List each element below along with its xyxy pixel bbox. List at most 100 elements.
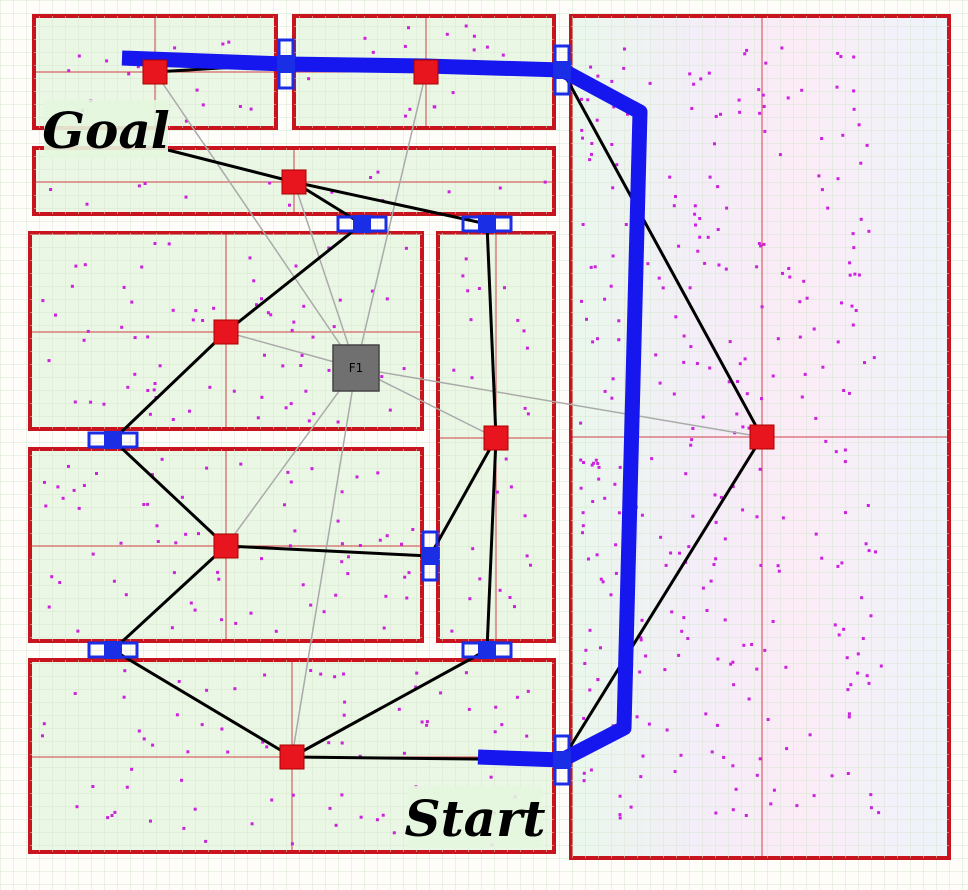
agent-dot — [336, 519, 340, 523]
agent-dot — [175, 713, 179, 717]
agent-dot — [439, 691, 443, 695]
door-marker[interactable] — [353, 215, 371, 233]
agent-dot — [579, 458, 583, 462]
door-node[interactable] — [553, 734, 571, 786]
agent-dot — [516, 318, 520, 322]
agent-dot — [452, 368, 456, 372]
floor-node[interactable]: F1 — [332, 344, 380, 392]
agent-dot — [472, 48, 476, 52]
door-node[interactable] — [336, 215, 388, 233]
agent-dot — [692, 82, 696, 86]
agent-dot — [713, 142, 716, 146]
agent-dot — [599, 646, 602, 650]
agent-dot — [731, 764, 735, 768]
agent-dot — [589, 65, 593, 69]
agent-dot — [859, 161, 863, 165]
agent-dot — [738, 362, 742, 366]
room-node[interactable] — [142, 59, 168, 85]
agent-dot — [820, 556, 824, 560]
agent-dot — [784, 665, 788, 669]
agent-dot — [500, 723, 504, 727]
agent-dot — [494, 705, 498, 709]
agent-dot — [856, 671, 860, 675]
door-marker[interactable] — [104, 431, 122, 449]
agent-dot — [167, 242, 171, 246]
agent-dot — [755, 265, 759, 269]
agent-dot — [687, 545, 691, 549]
agent-dot — [758, 111, 762, 115]
door-node[interactable] — [421, 530, 439, 582]
agent-dot — [669, 551, 673, 555]
agent-dot — [402, 751, 406, 755]
agent-dot — [411, 528, 415, 531]
door-node[interactable] — [461, 641, 513, 659]
door-marker[interactable] — [478, 215, 496, 233]
door-marker[interactable] — [421, 547, 439, 565]
agent-dot — [596, 337, 599, 341]
room-node[interactable] — [213, 533, 239, 559]
room-node[interactable] — [413, 59, 439, 85]
door-node[interactable] — [461, 215, 513, 233]
agent-dot — [710, 750, 714, 754]
agent-dot — [745, 392, 749, 396]
agent-dot — [589, 768, 593, 772]
door-node[interactable] — [87, 641, 139, 659]
agent-dot — [712, 563, 716, 566]
agent-dot — [737, 98, 741, 102]
agent-dot — [342, 713, 346, 717]
floor-edge — [225, 367, 357, 547]
door-marker[interactable] — [104, 641, 122, 659]
agent-dot — [44, 504, 48, 508]
agent-dot — [420, 720, 424, 724]
agent-dot — [705, 609, 709, 612]
agent-dot — [690, 438, 694, 442]
door-marker[interactable] — [277, 55, 295, 73]
agent-dot — [450, 629, 454, 633]
door-marker[interactable] — [478, 641, 496, 659]
door-node[interactable] — [277, 38, 295, 90]
agent-dot — [289, 402, 293, 406]
agent-dot — [274, 629, 278, 633]
door-marker[interactable] — [553, 751, 571, 769]
agent-dot — [629, 805, 633, 809]
goal-label: Goal — [42, 100, 170, 160]
door-marker[interactable] — [553, 61, 571, 79]
room-node[interactable] — [213, 319, 239, 345]
graph-edge — [291, 648, 488, 759]
agent-dot — [498, 186, 502, 190]
floor-edge — [355, 367, 763, 438]
agent-dot — [781, 271, 784, 275]
agent-dot — [638, 670, 642, 674]
door-node[interactable] — [87, 431, 139, 449]
agent-dot — [74, 264, 78, 268]
agent-dot — [136, 65, 140, 69]
agent-dot — [307, 77, 311, 81]
room-node[interactable] — [483, 425, 509, 451]
start-label: Start — [404, 786, 546, 848]
agent-dot — [263, 353, 266, 357]
agent-dot — [543, 180, 547, 184]
agent-dot — [723, 537, 727, 541]
room-node[interactable] — [281, 169, 307, 195]
agent-dot — [836, 177, 840, 181]
agent-dot — [677, 653, 681, 657]
agent-dot — [719, 112, 722, 116]
agent-dot — [854, 309, 858, 312]
agent-dot — [526, 689, 530, 693]
agent-dot — [340, 741, 344, 745]
agent-dot — [674, 195, 677, 198]
door-node[interactable] — [553, 44, 571, 96]
agent-dot — [340, 490, 344, 494]
agent-dot — [340, 793, 344, 797]
agent-dot — [498, 588, 502, 592]
room-node[interactable] — [279, 744, 305, 770]
floor-node-box[interactable] — [332, 344, 380, 392]
agent-dot — [764, 61, 768, 65]
agent-dot — [618, 816, 622, 820]
room-node[interactable] — [749, 424, 775, 450]
agent-dot — [597, 477, 601, 481]
agent-dot — [641, 754, 645, 758]
agent-dot — [95, 472, 98, 475]
agent-dot — [292, 320, 296, 324]
agent-dot — [332, 325, 336, 329]
